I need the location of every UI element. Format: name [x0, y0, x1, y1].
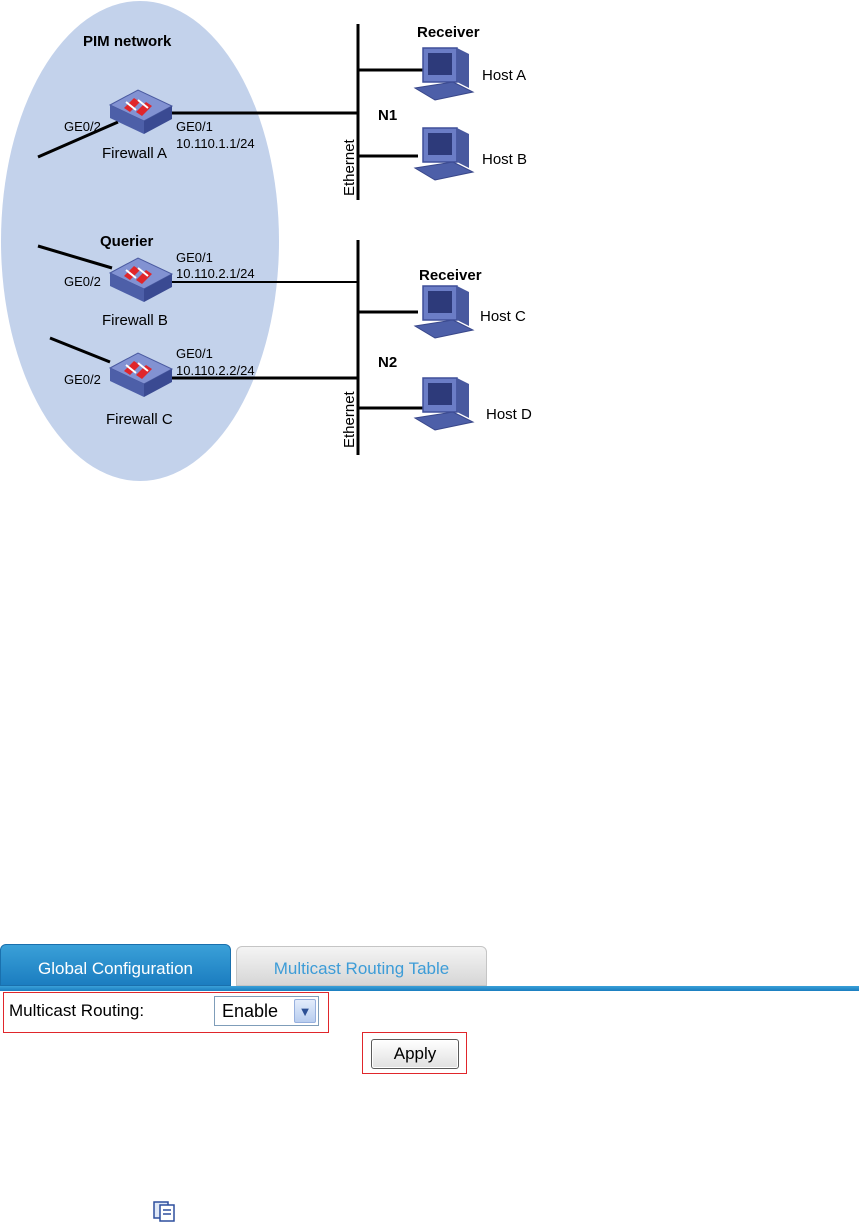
tab-multicast-routing-table[interactable]: Multicast Routing Table [236, 946, 487, 986]
apply-highlight [362, 1032, 467, 1074]
firewall-c-port-left: GE0/2 [64, 372, 101, 387]
uplink-firewall-c [49, 336, 111, 364]
host-a-pc-icon [414, 47, 474, 101]
tab-underline [0, 986, 859, 991]
firewall-b-ip: 10.110.2.1/24 [176, 266, 255, 281]
firewall-b-name: Firewall B [102, 312, 168, 329]
multicast-routing-value: Enable [222, 1000, 279, 1021]
n1-label: N1 [378, 107, 397, 124]
chevron-down-icon[interactable]: ▼ [294, 999, 316, 1023]
n2-label: N2 [378, 354, 397, 371]
ethernet-label-n2: Ethernet [341, 390, 358, 448]
firewall-a-port-right: GE0/1 [176, 119, 213, 134]
multicast-routing-select[interactable]: Enable ▼ [214, 996, 319, 1026]
pim-network-label: PIM network [83, 33, 172, 50]
uplink-firewall-b [37, 244, 113, 270]
receiver-label-n2: Receiver [419, 267, 482, 284]
firewall-b-port-right: GE0/1 [176, 250, 213, 265]
apply-button[interactable]: Apply [371, 1039, 459, 1069]
host-d-label: Host D [486, 406, 532, 423]
multicast-routing-label: Multicast Routing: [9, 1001, 145, 1020]
uplink-firewall-a [37, 120, 119, 159]
tab-bar: Global Configuration Multicast Routing T… [0, 944, 859, 990]
host-c-pc-icon [414, 285, 474, 339]
tab-global-configuration[interactable]: Global Configuration [0, 944, 231, 986]
firewall-b-role: Querier [100, 233, 154, 250]
firewall-b-port-left: GE0/2 [64, 274, 101, 289]
host-c-label: Host C [480, 308, 526, 325]
pim-network-cloud [1, 1, 279, 481]
network-topology-diagram: PIM network Ethernet N1 Receiver Etherne… [1, 1, 532, 481]
firewall-c-name: Firewall C [106, 411, 173, 428]
firewall-a-name: Firewall A [102, 145, 167, 162]
host-b-label: Host B [482, 151, 527, 168]
note-icon [153, 1201, 175, 1222]
firewall-c-port-right: GE0/1 [176, 346, 213, 361]
multicast-routing-highlight [3, 992, 329, 1033]
receiver-label-n1: Receiver [417, 24, 480, 41]
firewall-a-ip: 10.110.1.1/24 [176, 136, 255, 151]
ethernet-label-n1: Ethernet [341, 138, 358, 196]
host-d-pc-icon [414, 377, 474, 431]
host-b-pc-icon [414, 127, 474, 181]
firewall-a-port-left: GE0/2 [64, 119, 101, 134]
firewall-c-ip: 10.110.2.2/24 [176, 363, 255, 378]
host-a-label: Host A [482, 67, 526, 84]
